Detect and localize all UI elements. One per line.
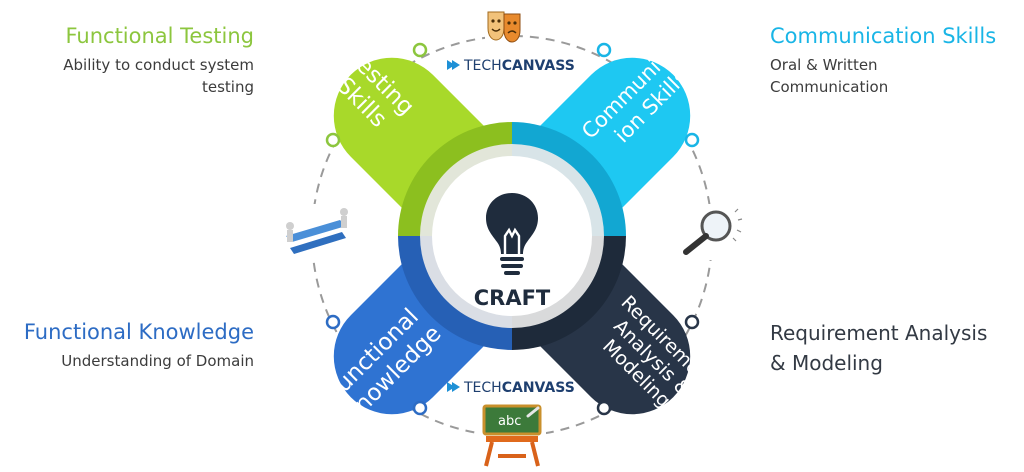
blackboard-icon: abc <box>478 404 546 468</box>
functional-testing-desc: Ability to conduct system testing <box>63 56 254 96</box>
orbit-dot-tr-a <box>596 42 612 58</box>
functional-testing-title: Functional Testing <box>65 24 254 48</box>
brand-prefix-bottom: TECH <box>463 380 502 396</box>
requirement-analysis-block: Requirement Analysis & Modeling <box>770 318 1020 378</box>
magnifier-icon <box>676 204 746 260</box>
orbit-dot-tl-b <box>325 132 341 148</box>
chalkboard-text: abc <box>498 414 521 429</box>
brand-logo-top: TECHCANVASS <box>447 58 575 74</box>
lightbulb-icon <box>486 193 538 275</box>
theater-masks-icon <box>485 11 521 44</box>
requirement-analysis-title: Requirement Analysis & Modeling <box>770 321 988 375</box>
brand-prefix-top: TECH <box>463 58 502 74</box>
center-label: CRAFT <box>474 286 551 310</box>
functional-knowledge-title: Functional Knowledge <box>23 320 254 344</box>
people-arrows-icon <box>276 204 356 262</box>
orbit-dot-br-a <box>684 314 700 330</box>
svg-text:TECHCANVASS: TECHCANVASS <box>463 58 575 74</box>
communication-skills-block: Communication Skills Oral & Written Comm… <box>770 22 1010 98</box>
orbit-dot-tr-b <box>684 132 700 148</box>
brand-chevron-icon <box>447 60 460 70</box>
communication-skills-desc: Oral & Written Communication <box>770 56 889 96</box>
orbit-dot-bl-b <box>412 400 428 416</box>
brand-suffix-top: CANVASS <box>502 58 575 74</box>
orbit-dot-tl-a <box>412 42 428 58</box>
brand-logo-bottom: TECHCANVASS <box>447 380 575 396</box>
functional-testing-block: Functional Testing Ability to conduct sy… <box>14 22 254 98</box>
brand-suffix-bottom: CANVASS <box>502 380 575 396</box>
functional-knowledge-block: Functional Knowledge Understanding of Do… <box>14 318 254 372</box>
orbit-dot-bl-a <box>325 314 341 330</box>
functional-knowledge-desc: Understanding of Domain <box>61 352 254 370</box>
svg-text:TECHCANVASS: TECHCANVASS <box>463 380 575 396</box>
brand-chevron-icon <box>447 382 460 392</box>
orbit-dot-br-b <box>596 400 612 416</box>
communication-skills-title: Communication Skills <box>770 24 997 48</box>
